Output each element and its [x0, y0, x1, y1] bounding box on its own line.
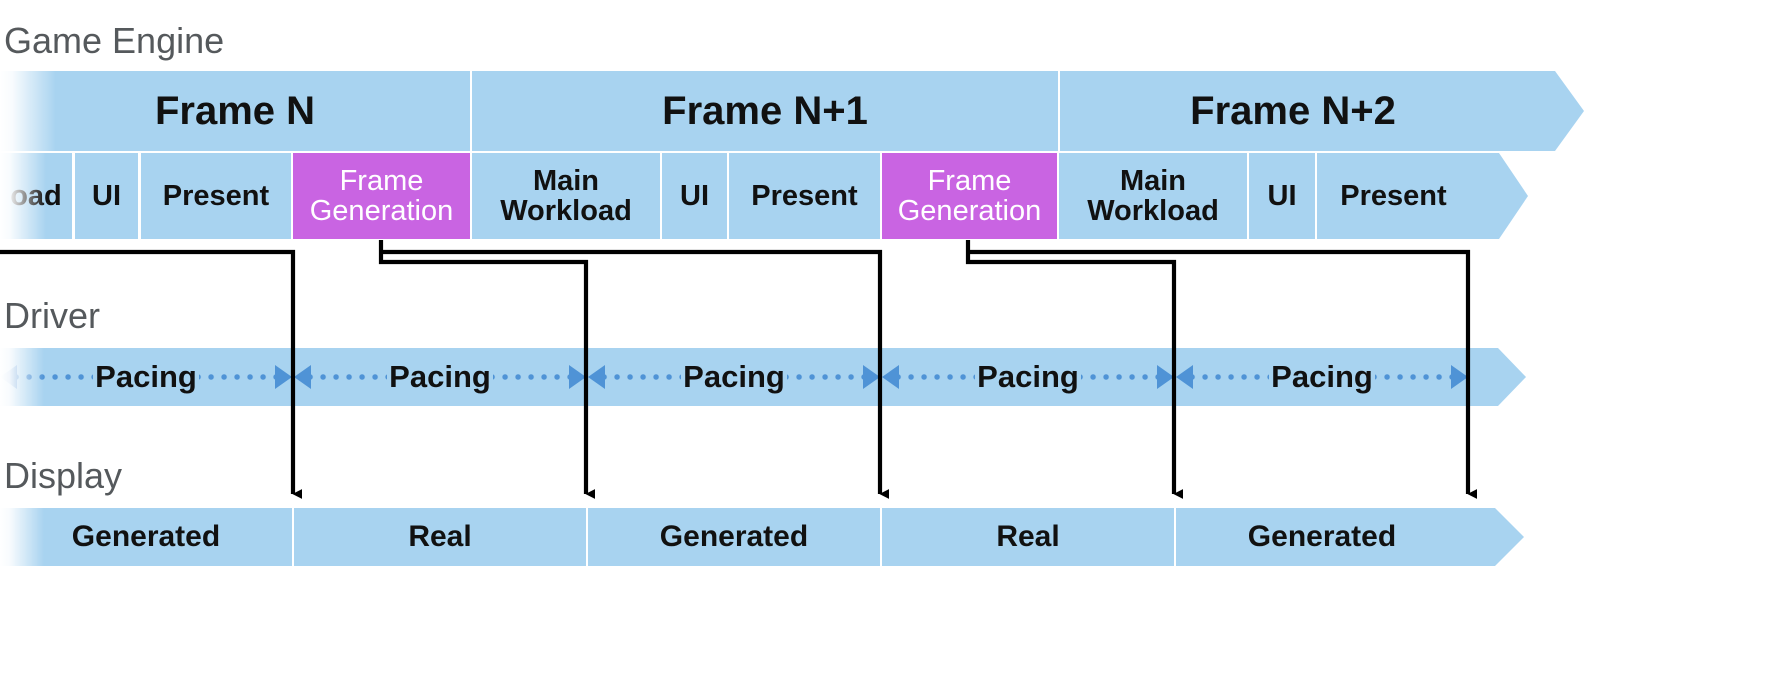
- pacing-segment-4: Pacing: [1176, 348, 1468, 406]
- section-label-display: Display: [4, 455, 123, 496]
- pacing-dotted-line-right: [198, 374, 275, 380]
- stage-cell-oad-0[interactable]: oad: [0, 153, 72, 239]
- pacing-arrow-left-icon: [0, 365, 17, 389]
- pacing-dotted-line-left: [17, 374, 94, 380]
- pacing-dotted-line-left: [311, 374, 388, 380]
- frame-row-chevron: [1526, 71, 1584, 151]
- pacing-arrow-left-icon: [588, 365, 605, 389]
- pacing-label: Pacing: [389, 359, 491, 394]
- display-row: Generated Real Generated Real Generated: [0, 508, 1470, 566]
- pacing-dotted-line-left: [1193, 374, 1270, 380]
- display-frame-label: Generated: [71, 520, 221, 554]
- stage-cell-present-6[interactable]: Present: [729, 153, 880, 239]
- pacing-separator: [880, 348, 882, 406]
- stage-cell-ui-1[interactable]: UI: [75, 153, 138, 239]
- stage-cell-present-10[interactable]: Present: [1317, 153, 1470, 239]
- display-frame-label: Real: [408, 520, 472, 554]
- frame-header-1: Frame N+1: [472, 71, 1058, 151]
- stage-cell-ui-5[interactable]: UI: [662, 153, 727, 239]
- display-frame-generated-4[interactable]: Generated: [1176, 508, 1468, 566]
- pacing-dotted-line-left: [899, 374, 976, 380]
- driver-row-chevron: [1470, 348, 1526, 406]
- pacing-segment-2: Pacing: [588, 348, 880, 406]
- stage-cell-label: UI: [1267, 179, 1297, 212]
- display-frame-real-1[interactable]: Real: [294, 508, 586, 566]
- frame-header-label: Frame N: [154, 89, 316, 133]
- pacing-label: Pacing: [683, 359, 785, 394]
- pacing-dotted-line-left: [605, 374, 682, 380]
- display-frame-generated-2[interactable]: Generated: [588, 508, 880, 566]
- pacing-arrow-right-icon: [569, 365, 586, 389]
- pacing-arrow-left-icon: [1176, 365, 1193, 389]
- pacing-dotted-line-right: [1080, 374, 1157, 380]
- pacing-separator: [1174, 348, 1176, 406]
- stage-cell-label: Present: [751, 179, 858, 212]
- display-frame-label: Generated: [659, 520, 809, 554]
- stage-cell-present-2[interactable]: Present: [141, 153, 291, 239]
- pacing-arrow-right-icon: [863, 365, 880, 389]
- pacing-arrow-right-icon: [275, 365, 292, 389]
- pacing-separator: [292, 348, 294, 406]
- pacing-segment-1: Pacing: [294, 348, 586, 406]
- frame-header-label: Frame N+1: [662, 89, 868, 133]
- game-engine-frame-row: Frame N Frame N+1 Frame N+2: [0, 71, 1584, 151]
- stage-cell-ui-9[interactable]: UI: [1249, 153, 1315, 239]
- stage-cell-label: Present: [1340, 179, 1447, 212]
- pacing-dotted-line-right: [492, 374, 569, 380]
- stage-cell-label: UI: [92, 179, 121, 212]
- pacing-segment-0: Pacing: [0, 348, 292, 406]
- frame-header-0: Frame N: [0, 71, 470, 151]
- frame-header-2: Frame N+2: [1060, 71, 1526, 151]
- pacing-arrow-left-icon: [882, 365, 899, 389]
- display-frame-real-3[interactable]: Real: [882, 508, 1174, 566]
- pacing-dotted-line-right: [1374, 374, 1451, 380]
- stage-row-chevron: [1470, 153, 1528, 239]
- display-frame-label: Generated: [1247, 520, 1397, 554]
- stage-cell-label: Present: [162, 179, 270, 212]
- pacing-dotted-line-right: [786, 374, 863, 380]
- pacing-arrow-right-icon: [1157, 365, 1174, 389]
- display-frame-generated-0[interactable]: Generated: [0, 508, 292, 566]
- section-label-driver: Driver: [4, 295, 100, 336]
- stage-cell-label: UI: [680, 179, 709, 212]
- display-frame-label: Real: [996, 520, 1060, 554]
- pacing-label: Pacing: [95, 359, 197, 394]
- pacing-separator: [586, 348, 588, 406]
- driver-pacing-row: Pacing Pacing Pacing Pacing Pacing: [0, 348, 1470, 406]
- display-row-chevron: [1466, 508, 1524, 566]
- stage-cell-label: oad: [10, 179, 62, 212]
- pacing-segment-3: Pacing: [882, 348, 1174, 406]
- pacing-arrow-left-icon: [294, 365, 311, 389]
- pacing-label: Pacing: [1271, 359, 1373, 394]
- frame-header-label: Frame N+2: [1190, 89, 1396, 133]
- pacing-arrow-right-icon: [1451, 365, 1468, 389]
- pacing-label: Pacing: [977, 359, 1079, 394]
- section-label-game-engine: Game Engine: [4, 20, 225, 61]
